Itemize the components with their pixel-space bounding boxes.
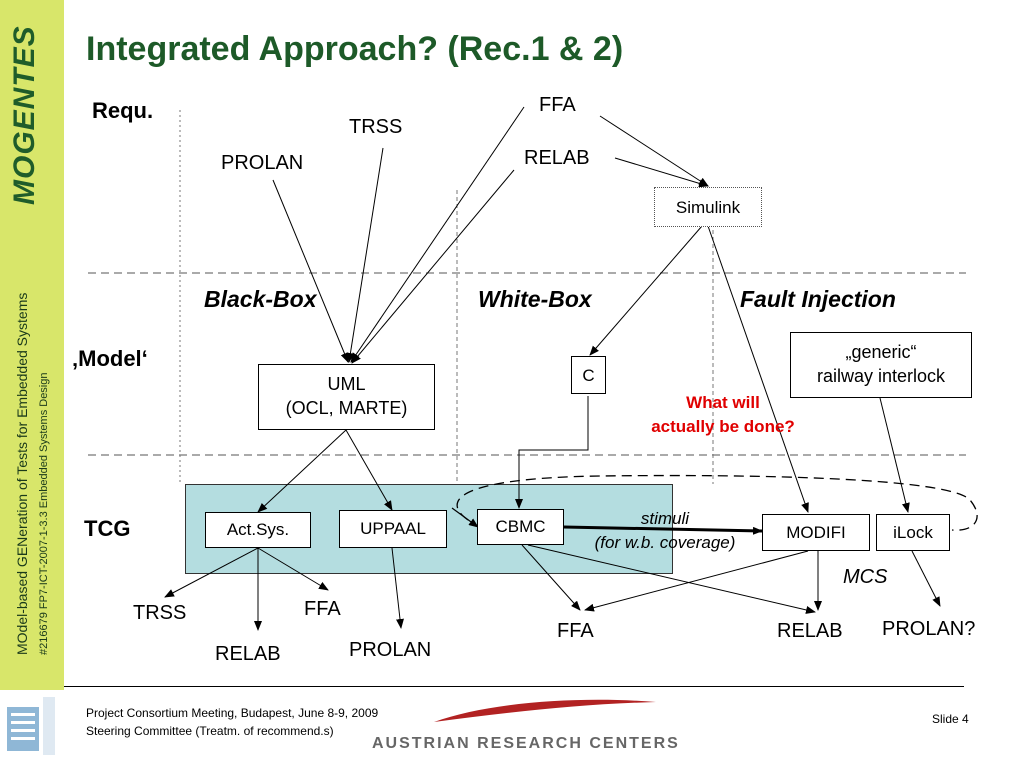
stimuli-line2: (for w.b. coverage) xyxy=(594,533,736,552)
output-relab-whitebox: RELAB xyxy=(777,620,843,642)
slide-number: Slide 4 xyxy=(932,712,969,726)
actsys-box: Act.Sys. xyxy=(205,512,311,548)
modifi-box: MODIFI xyxy=(762,514,870,551)
column-label-fault-injection: Fault Injection xyxy=(740,286,896,312)
sidebar xyxy=(0,0,64,690)
req-prolan: PROLAN xyxy=(221,152,304,174)
slide-title: Integrated Approach? (Rec.1 & 2) xyxy=(86,30,624,68)
stimuli-line1: stimuli xyxy=(640,509,690,528)
req-ffa: FFA xyxy=(539,94,576,116)
generic-line1: „generic“ xyxy=(845,342,917,362)
c-box: C xyxy=(571,356,606,394)
generic-line2: railway interlock xyxy=(816,366,946,386)
uml-line2: (OCL, MARTE) xyxy=(285,398,408,418)
question-line1: What will xyxy=(686,393,760,412)
question-line2: actually be done? xyxy=(651,417,795,436)
row-label-model: ‚Model‘ xyxy=(72,346,148,371)
footer-meeting: Project Consortium Meeting, Budapest, Ju… xyxy=(86,706,379,720)
simulink-box: Simulink xyxy=(654,187,762,227)
mcs-label: MCS xyxy=(843,566,888,588)
output-ffa-blackbox: FFA xyxy=(304,598,341,620)
row-label-tcg: TCG xyxy=(84,516,131,541)
question-text: What will actually be done? xyxy=(628,391,818,439)
output-prolan-question: PROLAN? xyxy=(882,618,976,640)
arc-org-name: AUSTRIAN RESEARCH CENTERS xyxy=(372,735,680,752)
uml-box: UML (OCL, MARTE) xyxy=(258,364,435,430)
cbmc-box: CBMC xyxy=(477,509,564,545)
ilock-box: iLock xyxy=(876,514,950,551)
fp7-logo xyxy=(5,693,59,759)
output-trss: TRSS xyxy=(133,602,187,624)
column-label-black-box: Black-Box xyxy=(204,286,317,312)
footer-rule xyxy=(64,686,964,687)
req-trss: TRSS xyxy=(349,116,403,138)
uppaal-box: UPPAAL xyxy=(339,510,447,548)
req-relab: RELAB xyxy=(524,147,590,169)
row-label-requ: Requ. xyxy=(92,98,154,123)
output-prolan-blackbox: PROLAN xyxy=(349,639,432,661)
arc-swoosh xyxy=(430,696,660,730)
stimuli-label: stimuli (for w.b. coverage) xyxy=(570,507,760,555)
uml-line1: UML xyxy=(327,374,366,394)
output-relab-blackbox: RELAB xyxy=(215,643,281,665)
footer-committee: Steering Committee (Treatm. of recommend… xyxy=(86,724,334,738)
column-label-white-box: White-Box xyxy=(478,286,592,312)
generic-railway-interlock-box: „generic“ railway interlock xyxy=(790,332,972,398)
output-ffa-whitebox: FFA xyxy=(557,620,594,642)
